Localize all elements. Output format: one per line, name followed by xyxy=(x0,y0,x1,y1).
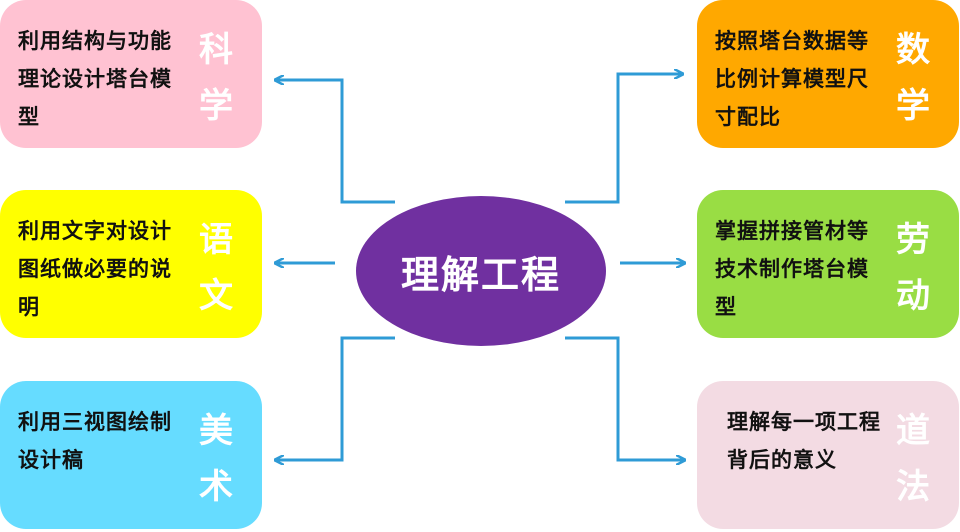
science-card: 利用结构与功能理论设计塔台模型 科学 xyxy=(0,0,262,148)
science-description: 利用结构与功能理论设计塔台模型 xyxy=(18,29,172,129)
arrow-to-science xyxy=(276,80,395,204)
science-subject: 科学 xyxy=(199,30,233,126)
chinese-description: 利用文字对设计图纸做必要的说明 xyxy=(18,219,172,319)
center-node: 理解工程 xyxy=(356,196,606,346)
ethics-card: 理解每一项工程背后的意义 道法 xyxy=(697,381,959,529)
chinese-subject: 语文 xyxy=(199,220,233,316)
arrow-to-art xyxy=(276,336,395,460)
labor-subject: 劳动 xyxy=(896,220,930,316)
arrow-to-math xyxy=(565,74,682,204)
labor-card: 掌握拼接管材等技术制作塔台模型 劳动 xyxy=(697,190,959,338)
chinese-card: 利用文字对设计图纸做必要的说明 语文 xyxy=(0,190,262,338)
center-label: 理解工程 xyxy=(400,252,561,297)
arrow-to-ethics xyxy=(565,336,684,460)
math-subject: 数学 xyxy=(896,30,930,126)
art-description: 利用三视图绘制设计稿 xyxy=(18,410,172,472)
math-card: 按照塔台数据等比例计算模型尺寸配比 数学 xyxy=(697,0,959,148)
art-card: 利用三视图绘制设计稿 美术 xyxy=(0,381,262,529)
art-subject: 美术 xyxy=(199,411,233,507)
ethics-subject: 道法 xyxy=(896,411,930,507)
labor-description: 掌握拼接管材等技术制作塔台模型 xyxy=(715,219,869,319)
math-description: 按照塔台数据等比例计算模型尺寸配比 xyxy=(715,29,869,129)
ethics-description: 理解每一项工程背后的意义 xyxy=(727,410,881,472)
